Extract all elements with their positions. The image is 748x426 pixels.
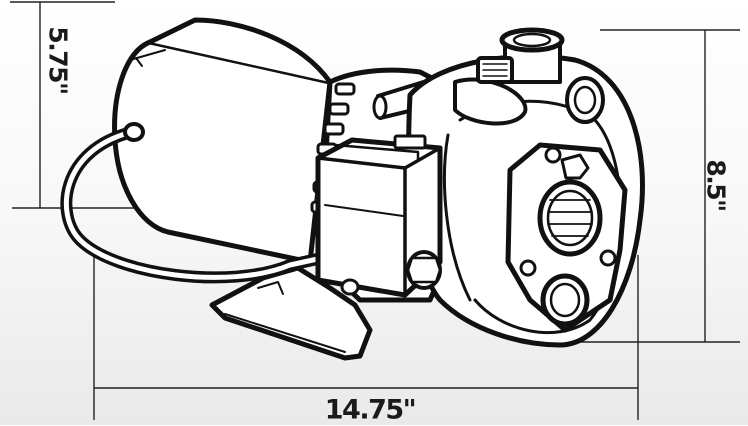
overall-height-label: 8.5": [701, 159, 731, 211]
priming-port: [499, 27, 565, 84]
pump-illustration: [60, 17, 645, 361]
overall-length-label: 14.75": [324, 394, 417, 426]
gauge-port: [453, 56, 605, 126]
dimension-lines: [10, 1, 740, 420]
motor-housing: [112, 17, 333, 265]
flange-bolt: [560, 153, 590, 180]
power-cord: [60, 122, 328, 284]
motor-height-label: 5.75": [43, 26, 73, 94]
pump-ports: [537, 179, 603, 327]
cord-connector: [406, 250, 442, 290]
